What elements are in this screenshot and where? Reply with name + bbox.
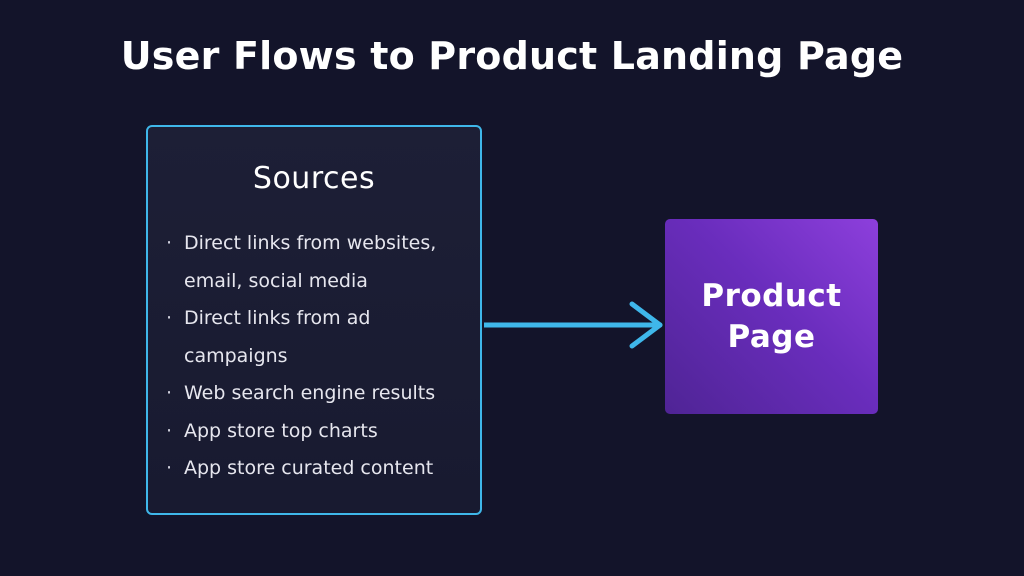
source-item-app-store-curated: · App store curated content: [166, 450, 466, 488]
source-item-text: Direct links from ad: [184, 307, 371, 329]
source-item-text-continued: email, social media: [184, 269, 368, 292]
arrow-head: [629, 301, 663, 349]
bullet-icon: ·: [166, 419, 173, 442]
arrow-right-icon: [484, 301, 663, 349]
bullet-icon: ·: [166, 382, 173, 404]
product-page-label: Product Page: [701, 277, 842, 355]
source-item-text: App store top charts: [184, 419, 378, 442]
sources-box: Sources · Direct links from websites, em…: [146, 125, 482, 515]
source-item-websites: · Direct links from websites, email, soc…: [166, 225, 466, 300]
bullet-icon: ·: [166, 307, 173, 329]
source-item-text-continued: campaigns: [184, 344, 288, 367]
source-item-text: Web search engine results: [184, 382, 436, 404]
sources-list: · Direct links from websites, email, soc…: [166, 225, 466, 488]
source-item-web-search: · Web search engine results: [166, 375, 466, 413]
sources-heading: Sources: [252, 161, 376, 196]
page-title: User Flows to Product Landing Page: [120, 34, 904, 78]
bullet-icon: ·: [166, 457, 173, 479]
source-item-text: App store curated content: [184, 457, 434, 479]
product-page-box: Product Page: [665, 219, 878, 414]
bullet-icon: ·: [166, 232, 173, 254]
source-item-app-store-charts: · App store top charts: [166, 413, 466, 451]
source-item-text: Direct links from websites,: [184, 232, 437, 254]
source-item-ad-campaigns: · Direct links from ad campaigns: [166, 300, 466, 375]
